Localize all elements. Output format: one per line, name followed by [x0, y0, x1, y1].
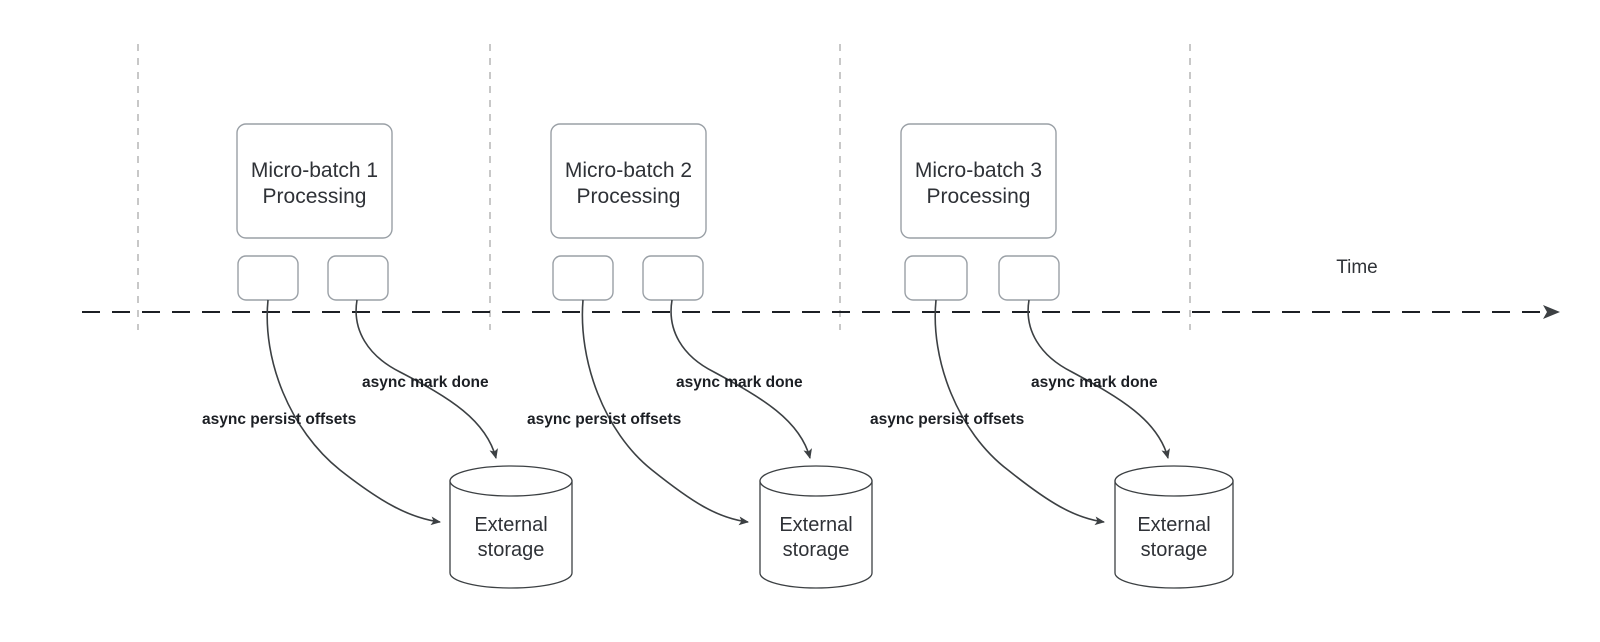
- external-storage-body-2: [759, 480, 873, 589]
- persist-task-2-box[interactable]: [552, 255, 614, 301]
- external-storage-label-line2-2: storage: [783, 539, 850, 561]
- markdone-task-3-box[interactable]: [998, 255, 1060, 301]
- micro-batch-box-2[interactable]: [550, 123, 707, 239]
- async-mark-done-1-label: async mark done: [362, 374, 489, 391]
- micro-batch-label-line1-2: Micro-batch 2: [565, 159, 692, 182]
- async-mark-done-2-label: async mark done: [676, 374, 803, 391]
- external-storage-body-3: [1114, 480, 1234, 589]
- async-persist-offsets-3-arrow: [934, 299, 1105, 526]
- external-storage-label-line1-2: External: [779, 514, 852, 536]
- async-mark-done-3-label: async mark done: [1031, 374, 1158, 391]
- async-mark-done-3-arrow: [1027, 299, 1170, 459]
- micro-batch-label-line2-2: Processing: [577, 185, 681, 208]
- async-mark-done-1-arrow: [355, 299, 498, 459]
- external-storage-top-1[interactable]: [449, 465, 573, 497]
- micro-batch-label-line1-1: Micro-batch 1: [251, 159, 378, 182]
- external-storage-label-line2-3: storage: [1141, 539, 1208, 561]
- async-persist-offsets-2-label: async persist offsets: [527, 411, 681, 428]
- external-storage-label-line2-1: storage: [478, 539, 545, 561]
- async-persist-offsets-1-arrow: [266, 299, 441, 526]
- external-storage-label-line1-1: External: [474, 514, 547, 536]
- external-storage-top-2[interactable]: [759, 465, 873, 497]
- persist-task-1-box[interactable]: [237, 255, 299, 301]
- timeline-boundaries: [137, 44, 1191, 330]
- markdone-task-2-box[interactable]: [642, 255, 704, 301]
- async-persist-offsets-1-label: async persist offsets: [202, 411, 356, 428]
- async-persist-offsets-3-label: async persist offsets: [870, 411, 1024, 428]
- time-axis-arrowhead: [1543, 305, 1560, 319]
- markdone-task-1-box[interactable]: [327, 255, 389, 301]
- micro-batch-label-line1-3: Micro-batch 3: [915, 159, 1042, 182]
- micro-batch-box-1[interactable]: [236, 123, 393, 239]
- external-storage-body-1: [449, 480, 573, 589]
- micro-batch-box-3[interactable]: [900, 123, 1057, 239]
- async-persist-offsets-2-arrow: [581, 299, 749, 526]
- external-storage-label-line1-3: External: [1137, 514, 1210, 536]
- external-storage-top-3[interactable]: [1114, 465, 1234, 497]
- time-axis: Time: [82, 257, 1560, 319]
- time-axis-label: Time: [1336, 257, 1378, 278]
- micro-batch-label-line2-1: Processing: [263, 185, 367, 208]
- micro-batch-label-line2-3: Processing: [927, 185, 1031, 208]
- persist-task-3-box[interactable]: [904, 255, 968, 301]
- async-mark-done-2-arrow: [670, 299, 812, 459]
